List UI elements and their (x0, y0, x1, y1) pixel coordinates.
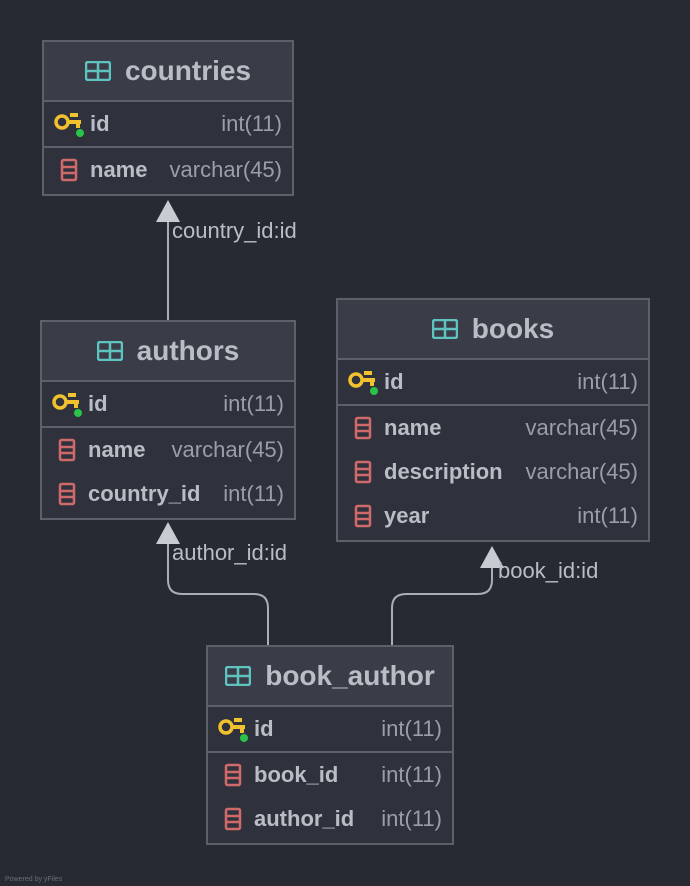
column-type: int(11) (223, 481, 284, 506)
column-type: varchar(45) (525, 459, 638, 484)
column-icon (348, 460, 378, 484)
table-title: countries (124, 55, 252, 86)
column-row[interactable]: name varchar(45) (42, 428, 294, 472)
column-type: int(11) (577, 369, 638, 394)
column-row[interactable]: id int(11) (338, 360, 648, 404)
primary-key-icon (52, 391, 82, 417)
edge-label-country-id: country_id:id (172, 218, 297, 243)
column-type: int(11) (381, 762, 442, 787)
column-name: name (90, 157, 148, 182)
column-type: int(11) (381, 806, 442, 831)
column-icon (218, 763, 248, 787)
table-books[interactable]: books id int(11) name varchar(45) descri… (336, 298, 650, 542)
column-row[interactable]: id int(11) (42, 382, 294, 426)
column-name: country_id (88, 481, 201, 506)
table-book_author[interactable]: book_author id int(11) book_id int(11) a… (206, 645, 454, 845)
column-type: int(11) (221, 111, 282, 136)
table-icon (96, 341, 123, 361)
column-name: description (384, 459, 503, 484)
column-type: int(11) (577, 503, 638, 528)
table-header[interactable]: book_author (208, 647, 452, 707)
column-name: id (88, 391, 108, 416)
table-icon (84, 61, 111, 81)
column-name: name (88, 437, 146, 462)
table-header[interactable]: countries (44, 42, 292, 102)
column-name: year (384, 503, 430, 528)
table-header[interactable]: books (338, 300, 648, 360)
table-authors[interactable]: authors id int(11) name varchar(45) coun… (40, 320, 296, 520)
column-name: id (90, 111, 110, 136)
column-row[interactable]: id int(11) (44, 102, 292, 146)
edge-label-book-id: book_id:id (498, 558, 599, 583)
column-row[interactable]: year int(11) (338, 494, 648, 538)
column-row[interactable]: book_id int(11) (208, 753, 452, 797)
edge-label-author-id: author_id:id (172, 540, 287, 565)
column-icon (52, 438, 82, 462)
column-type: varchar(45) (169, 157, 282, 182)
column-icon (348, 504, 378, 528)
column-type: varchar(45) (171, 437, 284, 462)
column-row[interactable]: name varchar(45) (44, 148, 292, 192)
table-title: books (471, 313, 555, 344)
column-name: author_id (254, 806, 355, 831)
column-type: int(11) (381, 716, 442, 741)
table-title: book_author (265, 660, 435, 691)
footer-credit: Powered by yFiles (5, 876, 63, 883)
primary-key-icon (218, 716, 248, 742)
edge-book_author-books (391, 566, 493, 645)
column-type: varchar(45) (525, 415, 638, 440)
table-icon (225, 666, 252, 686)
primary-key-icon (348, 369, 378, 395)
column-name: id (384, 369, 404, 394)
table-title: authors (136, 335, 240, 366)
column-name: id (254, 716, 274, 741)
column-icon (54, 158, 84, 182)
column-row[interactable]: country_id int(11) (42, 472, 294, 516)
column-name: book_id (254, 762, 339, 787)
column-row[interactable]: author_id int(11) (208, 797, 452, 841)
table-countries[interactable]: countries id int(11) name varchar(45) (42, 40, 294, 196)
column-icon (218, 807, 248, 831)
column-icon (52, 482, 82, 506)
column-type: int(11) (223, 391, 284, 416)
column-icon (348, 416, 378, 440)
column-row[interactable]: description varchar(45) (338, 450, 648, 494)
column-row[interactable]: name varchar(45) (338, 406, 648, 450)
column-name: name (384, 415, 442, 440)
table-icon (431, 319, 458, 339)
table-header[interactable]: authors (42, 322, 294, 382)
primary-key-icon (54, 111, 84, 137)
column-row[interactable]: id int(11) (208, 707, 452, 751)
